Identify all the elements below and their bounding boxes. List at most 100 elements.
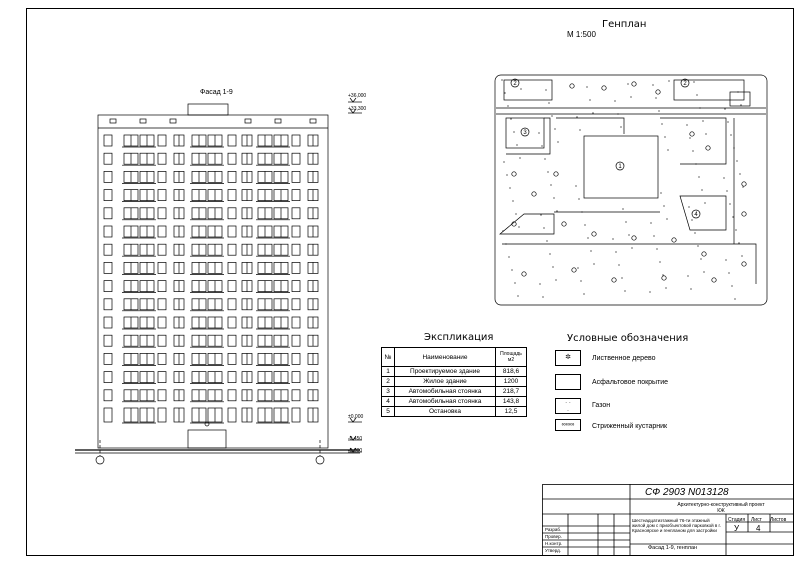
tree-icon [561,221,567,227]
lawn-symbol-icon: · ·· [555,398,581,414]
lawn-dot [583,293,585,295]
lawn-dot [544,158,546,160]
lawn-dot [703,271,705,273]
lawn-dot [549,253,551,255]
lawn-dot [726,190,728,192]
window [227,334,237,347]
lawn-dot [510,118,512,120]
lawn-dot [705,133,707,135]
stamp-role: Разраб. [545,527,562,532]
lawn-dot [541,145,543,147]
genplan-scale: М 1:500 [567,30,596,39]
lawn-dot [506,174,508,176]
lawn-dot [517,295,519,297]
lawn-dot [584,224,586,226]
entrance [187,429,227,449]
window [291,389,301,402]
lawn-dot [540,214,542,216]
lawn-dot [579,129,581,131]
lawn-dot [615,251,617,253]
title-block [542,484,794,556]
lawn-dot [664,136,666,138]
lawn-dot [545,89,547,91]
elevation-mark-roof: +33,300 [348,106,367,112]
window [227,134,237,147]
explication-header-area: Площадь м2 [495,347,527,367]
lawn-dot [556,210,558,212]
lawn-dot [692,150,694,152]
genplan-title: Генплан [602,19,647,30]
lawn-dot [504,92,506,94]
lawn-dot [693,81,695,83]
tree-icon [741,181,747,187]
lawn-dot [631,247,633,249]
lawn-dot [688,206,690,208]
bush-symbol-icon: ∞∞∞ [555,419,581,431]
row-area: 12,5 [495,406,527,417]
tree-icon [569,83,575,89]
tree-icon [531,191,537,197]
lawn-dot [518,226,520,228]
roof-structure [187,103,229,116]
window [227,243,237,256]
lawn-dot [621,277,623,279]
stamp-stage: У [734,524,740,533]
legend-label-lawn: Газон [592,402,611,409]
vent [244,118,252,124]
window [291,316,301,329]
legend-title: Условные обозначения [567,333,689,344]
window [291,353,301,365]
lawn-dot [730,134,732,136]
tree-icon [571,267,577,273]
lawn-dot [577,267,579,269]
lawn-dot [668,80,670,82]
lawn-dot [661,123,663,125]
lawn-dot [724,108,726,110]
lawn-dot [695,163,697,165]
lawn-dot [587,237,589,239]
tree-icon [611,277,617,283]
window [157,353,167,365]
tree-icon [741,261,747,267]
lawn-dot [538,132,540,134]
tree-icon [655,89,661,95]
lawn-dot [687,275,689,277]
window [227,225,237,238]
tree-icon [631,81,637,87]
row-num: 2 [381,376,395,387]
plan-boundary [494,74,768,306]
window [157,262,167,274]
building-1 [583,135,659,199]
plan-marker-label: 4 [694,212,698,218]
lawn-dot [519,157,521,159]
lawn-dot [516,144,518,146]
lawn-dot [589,99,591,101]
lawn-dot [514,282,516,284]
window [157,243,167,256]
lawn-dot [727,121,729,123]
window [227,280,237,292]
window [103,353,113,365]
tree-icon [511,171,517,177]
lawn-dot [689,137,691,139]
lawn-dot [732,216,734,218]
lawn-dot [508,256,510,258]
lawn-dot [618,264,620,266]
elevation-mark-ground: -0,450 [348,436,363,442]
lawn-dot [622,208,624,210]
stamp-description: Шестнадцатиэтажный 76-ти этажный жилой д… [632,518,721,533]
lawn-dot [575,185,577,187]
vent [274,118,282,124]
lawn-dot [702,120,704,122]
axis-marker [315,455,325,465]
stamp-project: Архитектурно-конструктивный проект КЖ [677,502,765,514]
window [157,316,167,329]
lawn-dot [555,279,557,281]
window [157,389,167,402]
lawn-dot [655,97,657,99]
row-num: 5 [381,406,395,417]
window [227,389,237,402]
lawn-dot [612,238,614,240]
lawn-dot [580,280,582,282]
